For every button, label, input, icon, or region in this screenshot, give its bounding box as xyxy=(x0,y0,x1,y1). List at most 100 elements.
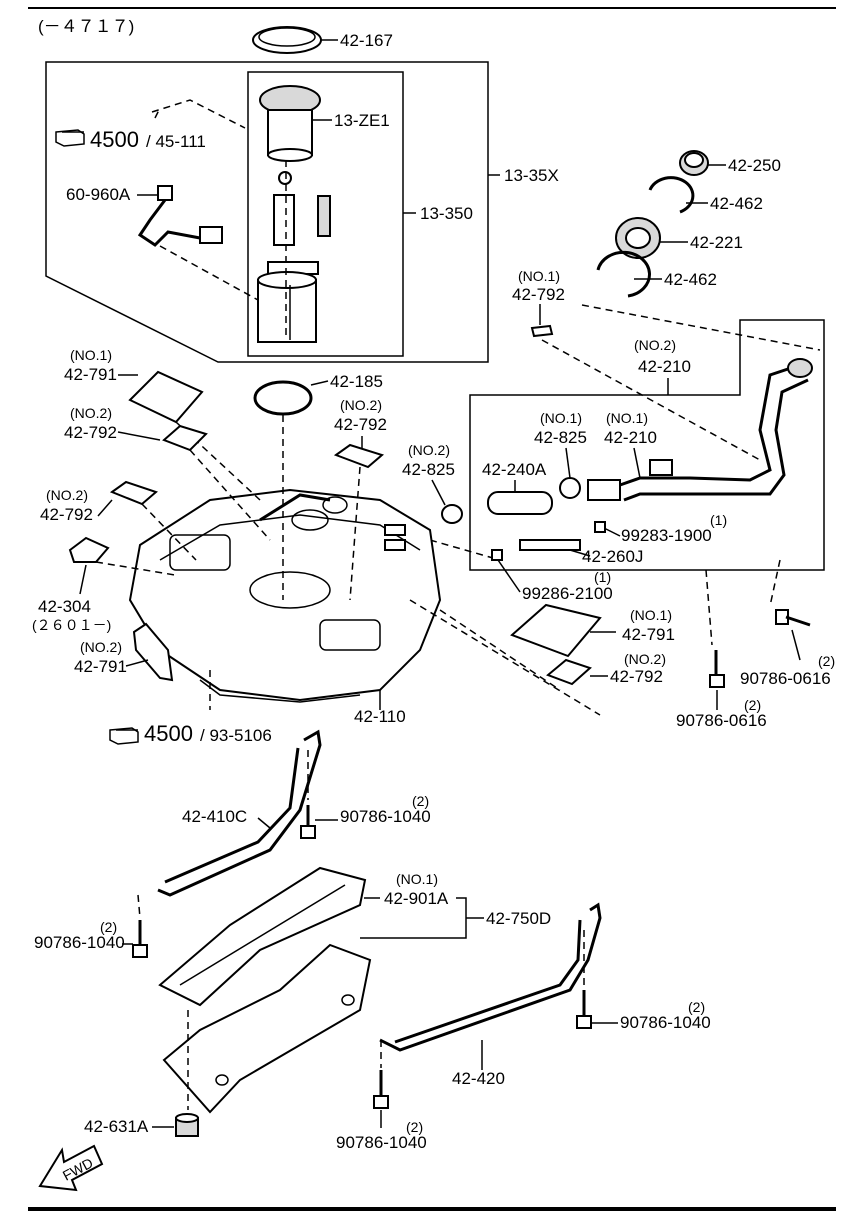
label-13-35x: 13-35X xyxy=(504,166,559,185)
label-90786-0616-a: 90786-0616 xyxy=(740,669,831,688)
ref-sub-a: / 45-111 xyxy=(146,132,206,151)
fuel-gauge-sender xyxy=(137,185,223,247)
pad-small-d xyxy=(109,480,158,506)
tank-strap-420 xyxy=(379,902,602,1052)
label-90786-1040-c: 90786-1040 xyxy=(620,1013,711,1032)
hose-clamp-a xyxy=(559,477,581,499)
filler-hose xyxy=(487,491,553,515)
label-no2-g: (NO.2) xyxy=(624,651,666,667)
nut-631a xyxy=(175,1113,199,1137)
label-42-791-b: 42-791 xyxy=(622,625,675,644)
bolt-0616-b xyxy=(709,650,725,688)
label-42-825-a: 42-825 xyxy=(534,428,587,447)
pad-small-e xyxy=(546,658,592,686)
label-42-791-c: 42-791 xyxy=(74,657,127,676)
label-42-210-b: 42-210 xyxy=(604,428,657,447)
filler-pipe xyxy=(587,358,813,502)
clip-99283 xyxy=(594,521,606,533)
label-13-350: 13-350 xyxy=(420,204,473,223)
label-42-110: 42-110 xyxy=(354,707,406,726)
label-42-420: 42-420 xyxy=(452,1069,505,1088)
label-q2-a: (2) xyxy=(818,653,835,669)
label-q2-c: (2) xyxy=(412,793,429,809)
pad-small-c xyxy=(333,443,385,469)
pump-internals xyxy=(257,171,331,343)
range-note: (－４７１７) xyxy=(38,17,134,36)
fwd-arrow-icon xyxy=(38,1144,104,1192)
bolt-1040-d xyxy=(373,1070,389,1109)
label-90786-1040-b: 90786-1040 xyxy=(34,933,125,952)
label-q1-a: (1) xyxy=(710,512,727,528)
label-no2-e: (NO.2) xyxy=(46,487,88,503)
label-42-901a: 42-901A xyxy=(384,889,449,908)
label-no2-a: (NO.2) xyxy=(634,337,676,353)
bolt-1040-a xyxy=(300,805,316,839)
label-42-240a: 42-240A xyxy=(482,460,547,479)
ref-sub-b: / 93-5106 xyxy=(200,726,272,745)
label-42-462-a: 42-462 xyxy=(710,194,763,213)
label-q2-b: (2) xyxy=(744,697,761,713)
label-90786-1040-d: 90786-1040 xyxy=(336,1133,427,1152)
ref-number-b: 4500 xyxy=(144,721,193,746)
filler-cap xyxy=(679,150,709,176)
label-no2-f: (NO.2) xyxy=(80,639,122,655)
label-42-410c: 42-410C xyxy=(182,807,247,826)
label-42-185: 42-185 xyxy=(330,372,383,391)
label-60-960a: 60-960A xyxy=(66,185,131,204)
label-42-304-sub: (２６０１－) xyxy=(32,617,111,633)
label-no1-c: (NO.1) xyxy=(540,410,582,426)
insulator-901a xyxy=(158,866,367,1007)
label-no1-f: (NO.1) xyxy=(396,871,438,887)
pump-flange xyxy=(259,85,321,162)
label-q1-b: (1) xyxy=(594,569,611,585)
fuel-tank xyxy=(128,488,442,703)
hose-clamp-b xyxy=(441,504,463,524)
lock-ring xyxy=(252,26,322,54)
clip-99286 xyxy=(491,549,503,561)
pump-gasket xyxy=(253,380,313,416)
label-q2-d: (2) xyxy=(100,919,117,935)
label-no1-d: (NO.1) xyxy=(606,410,648,426)
fuel-pump-group-box xyxy=(45,61,489,363)
filler-seal xyxy=(615,217,661,259)
label-99286: 99286-2100 xyxy=(522,584,613,603)
label-no2-b: (NO.2) xyxy=(70,405,112,421)
label-42-792-d: 42-792 xyxy=(40,505,93,524)
ref-number-a: 4500 xyxy=(90,127,139,152)
label-42-792-b: 42-792 xyxy=(64,423,117,442)
breather-pipe xyxy=(519,539,581,551)
label-90786-0616-b: 90786-0616 xyxy=(676,711,767,730)
label-13-ze1: 13-ZE1 xyxy=(334,111,390,130)
label-42-167: 42-167 xyxy=(340,31,393,50)
filler-pipe-box xyxy=(469,319,825,571)
label-42-210-a: 42-210 xyxy=(638,357,691,376)
pump-module-box xyxy=(247,71,404,357)
protector-42-304 xyxy=(68,536,110,563)
label-42-791-a: 42-791 xyxy=(64,365,117,384)
label-q2-f: (2) xyxy=(406,1119,423,1135)
label-42-304: 42-304 xyxy=(38,597,91,616)
label-42-792-e: 42-792 xyxy=(610,667,663,686)
label-42-260j: 42-260J xyxy=(582,547,643,566)
label-99283: 99283-1900 xyxy=(621,526,712,545)
label-42-825-b: 42-825 xyxy=(402,460,455,479)
pad-large-c xyxy=(510,603,602,658)
ref-sub-b-value: 93-5106 xyxy=(209,726,271,745)
label-42-792-a: 42-792 xyxy=(512,285,565,304)
label-no1-a: (NO.1) xyxy=(518,268,560,284)
bolt-1040-c xyxy=(576,990,592,1029)
tank-strap-410c xyxy=(157,729,322,897)
label-no1-b: (NO.1) xyxy=(70,347,112,363)
undercover-750d xyxy=(162,943,372,1114)
ref-sub-a-value: 45-111 xyxy=(155,132,205,151)
label-42-631a: 42-631A xyxy=(84,1117,149,1136)
snap-ring-top xyxy=(648,176,695,214)
label-no2-c: (NO.2) xyxy=(340,397,382,413)
snap-ring-bottom xyxy=(596,250,651,298)
label-42-750d: 42-750D xyxy=(486,909,551,928)
pad-large-b xyxy=(132,622,174,682)
label-90786-1040-a: 90786-1040 xyxy=(340,807,431,826)
pad-large-a xyxy=(128,370,204,424)
